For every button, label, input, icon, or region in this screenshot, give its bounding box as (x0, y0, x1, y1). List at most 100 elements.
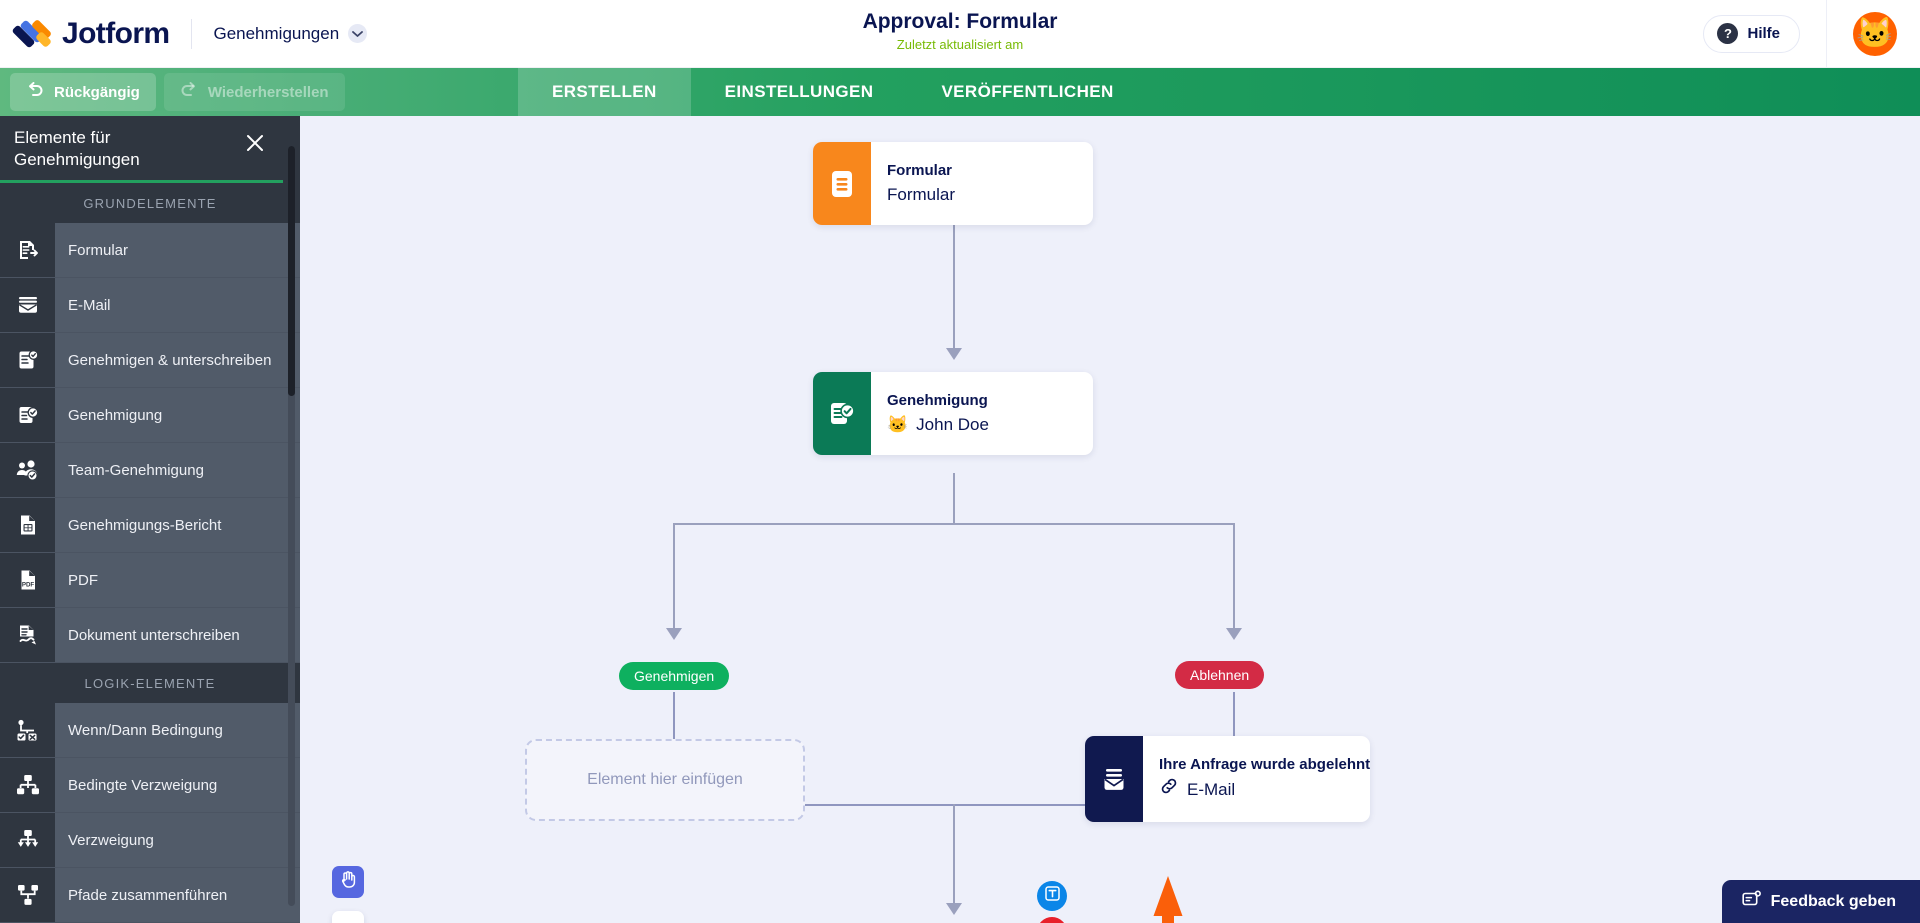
help-label: Hilfe (1747, 25, 1780, 42)
jotform-logo-icon (11, 18, 53, 50)
sidebar-item-dokument-unterschreiben[interactable]: Dokument unterschreiben (0, 608, 300, 663)
sidebar-item-label: Genehmigungs-Bericht (55, 498, 300, 552)
connector-branch-right-down (1233, 523, 1235, 633)
dropzone-placeholder[interactable]: Element hier einfügen (525, 739, 805, 821)
feedback-button[interactable]: Feedback geben (1721, 880, 1920, 923)
sidebar-item-label: Genehmigen & unterschreiben (55, 333, 300, 387)
sidebar-item-bedingte-verzweigung[interactable]: Bedingte Verzweigung (0, 758, 300, 813)
sidebar-item-label: Pfade zusammenführen (55, 868, 300, 922)
avatar[interactable]: 🐱 (1853, 11, 1897, 56)
brand-area[interactable]: Jotform (0, 16, 170, 51)
flow-canvas[interactable]: Formular Formular Genehmigung 🐱 John Doe… (300, 116, 1920, 923)
workspace-label: Genehmigungen (213, 23, 340, 43)
assignee-avatar-glyph: 🐱 (887, 414, 909, 434)
team-approval-icon (0, 443, 55, 497)
flow-node-form[interactable]: Formular Formular (813, 142, 1093, 225)
approval-check-icon (0, 388, 55, 442)
flow-node-form-body: Formular Formular (871, 142, 977, 225)
feedback-label: Feedback geben (1770, 892, 1896, 910)
redo-button[interactable]: Wiederherstellen (163, 73, 345, 111)
sidebar-item-label: PDF (55, 553, 300, 607)
branch-label-ablehnen[interactable]: Ablehnen (1175, 661, 1265, 689)
sidebar-item-label: E-Mail (55, 278, 300, 332)
redo-label: Wiederherstellen (207, 83, 329, 101)
sidebar-title: Elemente für Genehmigungen (14, 128, 140, 169)
envelope-icon (0, 278, 55, 332)
conditional-branch-icon (0, 758, 55, 812)
branch-icon (0, 813, 55, 867)
form-icon (0, 223, 55, 277)
connector-branch-left-down (673, 523, 675, 633)
flow-node-subtitle: E-Mail (1187, 780, 1236, 799)
sidebar-header: Elemente für Genehmigungen (0, 116, 300, 180)
svg-text:PDF: PDF (21, 581, 34, 588)
sign-document-icon (0, 608, 55, 662)
branch-label-genehmigen[interactable]: Genehmigen (619, 662, 730, 690)
sidebar-item-pfade-zusammenfuehren[interactable]: Pfade zusammenführen (0, 868, 300, 923)
connector-branch-horizontal (673, 523, 1235, 525)
add-text-button[interactable] (1037, 881, 1067, 911)
flow-node-email-body: Ihre Anfrage wurde abgelehnt. E-Mail (1143, 736, 1370, 822)
builder-tabs: ERSTELLEN EINSTELLUNGEN VERÖFFENTLICHEN (518, 68, 1148, 116)
sidebar-item-label: Formular (55, 223, 300, 277)
connector-end-down (953, 804, 955, 908)
help-button[interactable]: ? Hilfe (1703, 14, 1800, 53)
sidebar-group-logik-elemente: LOGIK-ELEMENTE (0, 663, 300, 703)
sidebar-item-label: Verzweigung (55, 813, 300, 867)
connector-approval-down (953, 473, 955, 525)
text-t-icon (1044, 886, 1060, 906)
pdf-icon: PDF (0, 553, 55, 607)
sidebar-item-label: Genehmigung (55, 388, 300, 442)
approval-check-icon (813, 372, 871, 455)
sidebar-item-email[interactable]: E-Mail (0, 278, 300, 333)
pan-tool-button[interactable] (332, 866, 364, 898)
approve-sign-icon (0, 333, 55, 387)
sidebar-item-wenn-dann-bedingung[interactable]: Wenn/Dann Bedingung (0, 703, 300, 758)
brand-name: Jotform (62, 16, 170, 50)
flow-node-title: Ihre Anfrage wurde abgelehnt. (1159, 756, 1370, 773)
workspace-selector[interactable]: Genehmigungen (213, 23, 368, 44)
zoom-controls: 100% (332, 911, 364, 923)
zoom-in-button[interactable] (332, 911, 364, 923)
link-icon (1159, 776, 1179, 804)
builder-toolbar: Rückgängig Wiederherstellen ERSTELLEN EI… (0, 68, 1920, 116)
delete-button[interactable] (1037, 917, 1067, 923)
tab-veroeffentlichen[interactable]: VERÖFFENTLICHEN (907, 68, 1147, 116)
redo-arrow-icon (180, 82, 198, 102)
sidebar-item-genehmigung[interactable]: Genehmigung (0, 388, 300, 443)
header-right-divider (1826, 0, 1827, 68)
tab-erstellen[interactable]: ERSTELLEN (518, 68, 691, 116)
undo-button[interactable]: Rückgängig (10, 73, 156, 111)
flow-node-approval[interactable]: Genehmigung 🐱 John Doe (813, 372, 1093, 455)
sidebar-item-pdf[interactable]: PDF PDF (0, 553, 300, 608)
sidebar-item-team-genehmigung[interactable]: Team-Genehmigung (0, 443, 300, 498)
connector-form-to-approval (953, 225, 955, 351)
avatar-glyph: 🐱 (1856, 17, 1894, 50)
hand-icon (339, 870, 358, 894)
sidebar-item-verzweigung[interactable]: Verzweigung (0, 813, 300, 868)
sidebar-scrollbar[interactable] (288, 146, 295, 906)
flow-node-subtitle-row: 🐱 John Doe (887, 412, 989, 438)
feedback-card-icon (1742, 889, 1761, 914)
flow-node-email[interactable]: Ihre Anfrage wurde abgelehnt. E-Mail (1085, 736, 1370, 822)
flow-node-subtitle-row: E-Mail (1159, 776, 1370, 804)
form-icon (813, 142, 871, 225)
undo-arrow-icon (26, 82, 44, 102)
tab-einstellungen[interactable]: EINSTELLUNGEN (691, 68, 908, 116)
tab-einstellungen-label: EINSTELLUNGEN (724, 82, 874, 101)
chevron-down-icon (348, 24, 368, 43)
sidebar-group-grundelemente: GRUNDELEMENTE (0, 183, 300, 223)
sidebar-item-genehmigungs-bericht[interactable]: Genehmigungs-Bericht (0, 498, 300, 553)
close-icon[interactable] (244, 132, 266, 154)
sidebar-item-label: Team-Genehmigung (55, 443, 300, 497)
sidebar-item-genehmigen-unterschreiben[interactable]: Genehmigen & unterschreiben (0, 333, 300, 388)
sidebar-item-formular[interactable]: Formular (0, 223, 300, 278)
envelope-icon (1085, 736, 1143, 822)
report-icon (0, 498, 55, 552)
header-right-actions: ? Hilfe 🐱 (1703, 0, 1920, 68)
flow-node-title: Formular (887, 161, 953, 179)
flow-node-subtitle: Formular (887, 184, 956, 204)
flow-node-approval-body: Genehmigung 🐱 John Doe (871, 372, 1011, 455)
question-mark-icon: ? (1717, 23, 1739, 44)
tab-erstellen-label: ERSTELLEN (552, 82, 657, 101)
